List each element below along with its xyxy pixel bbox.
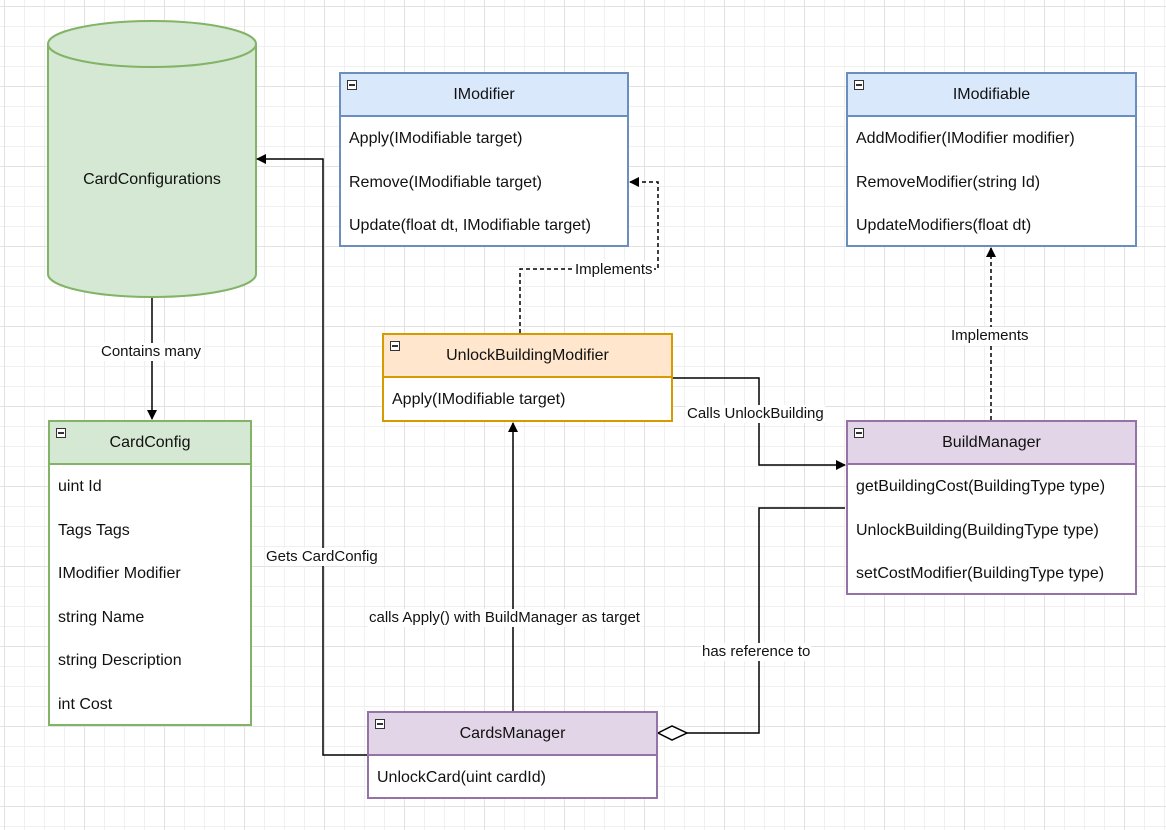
- collapse-icon[interactable]: [854, 80, 864, 90]
- class-member: IModifier Modifier: [58, 565, 181, 582]
- class-card-config[interactable]: CardConfig uint Id Tags Tags IModifier M…: [48, 420, 252, 726]
- class-title: CardConfig: [109, 433, 191, 451]
- edge-has-reference: [687, 507, 845, 734]
- class-imodifiable[interactable]: IModifiable AddModifier(IModifier modifi…: [846, 72, 1137, 247]
- collapse-icon[interactable]: [56, 428, 66, 438]
- collapse-icon[interactable]: [390, 341, 400, 351]
- class-title: CardsManager: [459, 724, 566, 742]
- class-member: string Name: [58, 608, 145, 626]
- class-member: Remove(IModifiable target): [349, 173, 542, 191]
- class-header: CardsManager: [369, 713, 656, 756]
- class-header: BuildManager: [848, 422, 1135, 465]
- edge-label-calls-unlockbuilding: Calls UnlockBuilding: [686, 405, 825, 423]
- edge-label-implements-imodifiable: Implements: [950, 327, 1030, 345]
- class-member: setCostModifier(BuildingType type): [856, 565, 1105, 582]
- database-cylinder[interactable]: [47, 20, 257, 298]
- class-title: BuildManager: [942, 433, 1041, 451]
- class-member: Update(float dt, IModifiable target): [349, 217, 591, 234]
- class-member: int Cost: [58, 695, 113, 713]
- class-header: CardConfig: [50, 422, 250, 465]
- class-member: Apply(IModifiable target): [349, 130, 523, 147]
- class-header: UnlockBuildingModifier: [384, 335, 671, 378]
- class-member: getBuildingCost(BuildingType type): [856, 478, 1106, 495]
- class-header: IModifier: [341, 74, 627, 117]
- edge-label-has-reference: has reference to: [701, 643, 812, 661]
- database-label: CardConfigurations: [83, 171, 221, 188]
- class-member: UnlockBuilding(BuildingType type): [856, 521, 1099, 539]
- class-member: UpdateModifiers(float dt): [856, 217, 1032, 234]
- class-title: UnlockBuildingModifier: [446, 346, 609, 364]
- class-member: AddModifier(IModifier modifier): [856, 130, 1075, 147]
- class-build-manager[interactable]: BuildManager getBuildingCost(BuildingTyp…: [846, 420, 1137, 595]
- collapse-icon[interactable]: [375, 719, 385, 729]
- aggregation-diamond-icon: [656, 725, 689, 741]
- edge-label-calls-apply: calls Apply() with BuildManager as targe…: [368, 609, 641, 627]
- class-cards-manager[interactable]: CardsManager UnlockCard(uint cardId): [367, 711, 658, 799]
- class-title: IModifiable: [952, 85, 1031, 103]
- class-member: UnlockCard(uint cardId): [377, 769, 546, 786]
- class-header: IModifiable: [848, 74, 1135, 117]
- collapse-icon[interactable]: [347, 80, 357, 90]
- edge-label-gets-cardconfig: Gets CardConfig: [265, 548, 379, 566]
- class-member: uint Id: [58, 478, 102, 495]
- class-member: RemoveModifier(string Id): [856, 173, 1041, 191]
- collapse-icon[interactable]: [854, 428, 864, 438]
- edge-gets-cardconfig: [256, 154, 368, 756]
- class-member: Tags Tags: [58, 521, 130, 539]
- class-title: IModifier: [453, 85, 515, 103]
- edge-label-contains-many: Contains many: [100, 343, 203, 361]
- class-unlock-building-modifier[interactable]: UnlockBuildingModifier Apply(IModifiable…: [382, 333, 673, 422]
- edge-implements-imodifier: [519, 177, 659, 333]
- class-member: string Description: [58, 652, 182, 669]
- edge-label-implements-imodifier: Implements: [574, 261, 654, 279]
- class-imodifier[interactable]: IModifier Apply(IModifiable target) Remo…: [339, 72, 629, 247]
- class-member: Apply(IModifiable target): [392, 391, 566, 408]
